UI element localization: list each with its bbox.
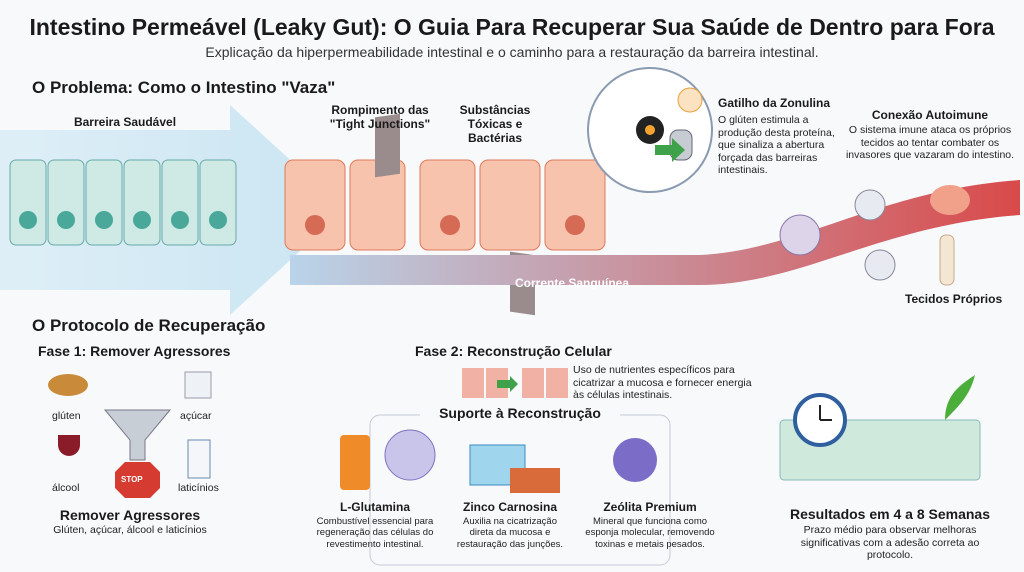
phase1-summary-text: Glúten, açúcar, álcool e laticínios [53,524,207,536]
page-title: Intestino Permeável (Leaky Gut): O Guia … [29,14,995,40]
healthy-barrier-label: Barreira Saudável [73,115,177,129]
phase1-title: Fase 1: Remover Agressores [38,343,231,359]
results-title: Resultados em 4 a 8 Semanas [790,506,990,522]
protocol-heading: O Protocolo de Recuperação [32,316,266,335]
aggressor-sugar: açúcar [180,410,212,422]
thyroid [930,185,970,215]
problem-heading: O Problema: Como o Intestino "Vaza" [32,78,336,97]
support-title: Suporte à Reconstrução [420,405,620,421]
phase1-funnel [48,371,212,498]
own-tissues-label: Tecidos Próprios [905,292,1003,306]
zonulin-text: O glúten estimula a produção desta prote… [718,114,835,177]
stop-sign-text: STOP [121,475,143,484]
supplement-name: Zinco Carnosina [462,500,557,514]
tight-junctions-label: Rompimento das "Tight Junctions" [329,103,431,131]
supplement-name: L-Glutamina [339,500,410,514]
damaged-cells [284,113,606,316]
phase1-summary-title: Remover Agressores [59,507,201,523]
supplement-text: Mineral que funciona como esponja molecu… [585,516,715,550]
joint [939,234,955,286]
results-cells [779,375,981,481]
supplement-text: Combustível essencial para regeneração d… [316,516,434,550]
glutamine-icon [340,429,436,490]
autoimmune-text: O sistema imune ataca os próprios tecido… [845,124,1015,162]
phase2-text: Uso de nutrientes específicos para cicat… [573,364,752,402]
autoimmune-title: Conexão Autoimune [871,108,989,122]
bloodstream [290,180,1020,285]
toxins-label: Substâncias Tóxicas e Bactérias [459,103,531,145]
healthy-cells [9,159,237,246]
bloodstream-label: Corrente Sanguínea [515,276,630,290]
immune-cell [779,214,821,256]
supplement-name: Zeólita Premium [603,500,697,514]
phase2-title: Fase 2: Reconstrução Celular [415,343,612,359]
aggressor-gluten: glúten [52,410,81,422]
supplement-text: Auxilia na cicatrização direta da mucosa… [456,516,564,550]
aggressor-alcohol: álcool [52,482,80,494]
results-text: Prazo médio para observar melhoras signi… [800,524,980,562]
zeolite-icon [613,438,657,482]
zinc-icon [469,444,560,493]
page-subtitle: Explicação da hiperpermeabilidade intest… [205,44,819,60]
zonulin-title: Gatilho da Zonulina [718,96,830,110]
aggressor-dairy: laticínios [178,482,219,494]
phase2-cells [462,368,568,398]
